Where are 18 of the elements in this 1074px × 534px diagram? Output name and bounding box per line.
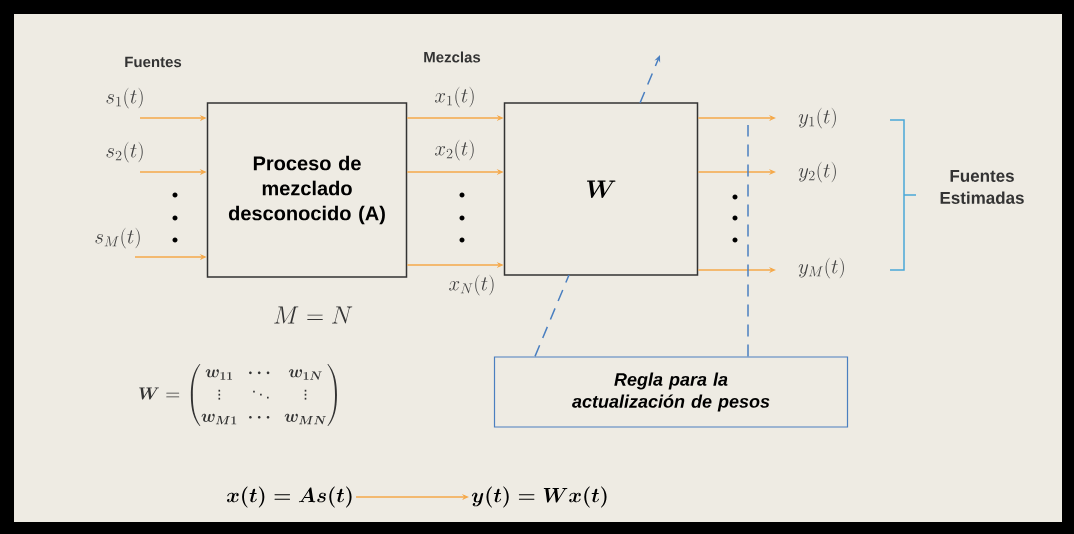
- arrow: [534, 55, 661, 358]
- signal-label: $s_M(t)$: [93, 226, 143, 250]
- equation: $M = N$: [274, 306, 353, 324]
- signal-label: $y_2(t)$: [797, 160, 839, 184]
- signal-label: $x_1(t)$: [433, 85, 477, 109]
- signal-label: $y_1(t)$: [797, 106, 839, 130]
- signal-label: $x_2(t)$: [433, 138, 477, 162]
- equation: $y(t) = Wx(t)$: [471, 486, 607, 508]
- heading: Mezclas: [424, 51, 481, 63]
- signal-label: $s_2(t)$: [104, 140, 146, 164]
- equation: $x(t) = As(t)$: [226, 486, 352, 508]
- matrix-box: $W$: [503, 102, 699, 276]
- heading: Fuentes: [125, 56, 182, 68]
- matrix-equation: $W = \begin{pmatrix} w_{11} & \cdots & w_{1N} \\ \vdots & \ddots & \vdots \\ w_{M1} & \cdots & w_{MN} \end{pmatrix}$: [139, 363, 337, 427]
- signal-label: $y_M(t)$: [797, 256, 847, 280]
- process-box: Proceso de mezclado desconocido (A): [206, 102, 408, 278]
- group-label: Fuentes Estimadas: [940, 170, 1024, 204]
- signal-label: $s_1(t)$: [104, 86, 146, 110]
